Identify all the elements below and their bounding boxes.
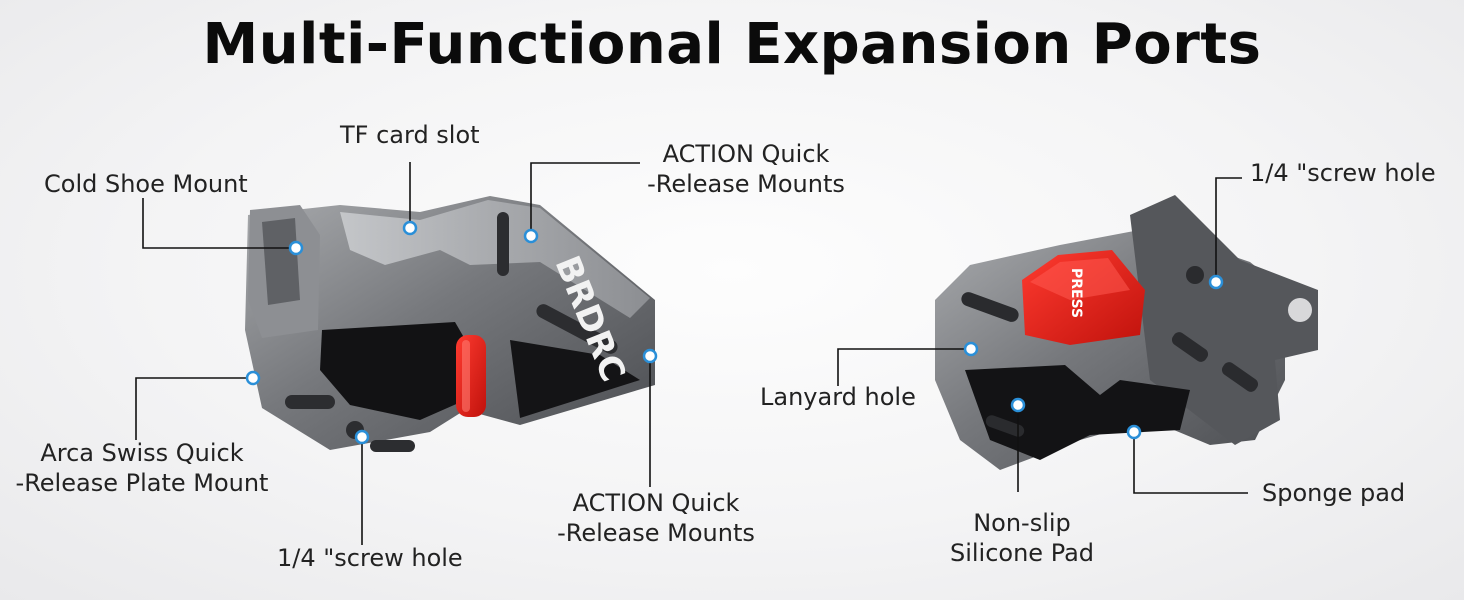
left-callout-dots bbox=[245, 220, 658, 445]
arca-dot bbox=[245, 370, 261, 386]
arca-line1: Arca Swiss Quick bbox=[40, 439, 244, 467]
action-top-line2: -Release Mounts bbox=[647, 170, 845, 198]
cold-shoe-dot bbox=[288, 240, 304, 256]
screw-hole-dot-right bbox=[1208, 274, 1224, 290]
screw-hole-label-right: 1/4 "screw hole bbox=[1250, 159, 1436, 187]
action-bottom-line1: ACTION Quick bbox=[572, 489, 740, 517]
sponge-pad-label: Sponge pad bbox=[1262, 479, 1406, 507]
action-top-line1: ACTION Quick bbox=[662, 140, 830, 168]
arca-label: Arca Swiss Quick -Release Plate Mount bbox=[12, 438, 272, 498]
sponge-dot bbox=[1126, 424, 1142, 440]
nonslip-line1: Non-slip bbox=[973, 509, 1071, 537]
action-top-dot bbox=[523, 228, 539, 244]
nonslip-dot bbox=[1010, 397, 1026, 413]
cold-shoe-label: Cold Shoe Mount bbox=[44, 170, 248, 198]
action-bottom-dot bbox=[642, 348, 658, 364]
nonslip-label: Non-slip Silicone Pad bbox=[940, 508, 1104, 568]
page-title: Multi-Functional Expansion Ports bbox=[202, 12, 1262, 77]
left-mount-body bbox=[245, 196, 655, 452]
lanyard-hole-label: Lanyard hole bbox=[760, 383, 916, 411]
right-callout-dots bbox=[963, 274, 1224, 440]
press-label: PRESS bbox=[1068, 268, 1084, 318]
screw-hole-label-left: 1/4 "screw hole bbox=[277, 544, 463, 572]
action-bottom-label: ACTION Quick -Release Mounts bbox=[556, 488, 756, 548]
left-leader-lines bbox=[135, 162, 651, 545]
tf-card-slot-label: TF card slot bbox=[340, 121, 480, 149]
right-mount-body bbox=[935, 195, 1318, 470]
action-bottom-line2: -Release Mounts bbox=[557, 519, 755, 547]
arca-line2: -Release Plate Mount bbox=[15, 469, 269, 497]
lanyard-dot bbox=[963, 341, 979, 357]
nonslip-line2: Silicone Pad bbox=[949, 539, 1095, 567]
screw-hole-dot bbox=[354, 429, 370, 445]
action-top-label: ACTION Quick -Release Mounts bbox=[646, 139, 846, 199]
tf-card-dot bbox=[402, 220, 418, 236]
right-leader-lines bbox=[837, 177, 1248, 494]
